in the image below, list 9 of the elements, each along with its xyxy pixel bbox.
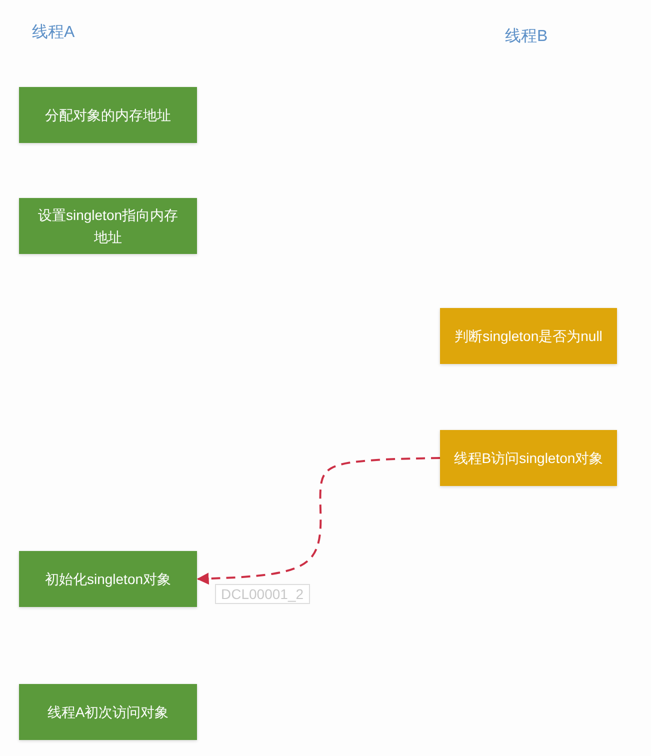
process-box: 判断singleton是否为null — [440, 308, 617, 364]
process-box: 线程B访问singleton对象 — [440, 430, 617, 486]
process-box: 线程A初次访问对象 — [19, 684, 197, 740]
process-box: 分配对象的内存地址 — [19, 87, 197, 143]
column-heading: 线程B — [505, 26, 548, 47]
process-box: 初始化singleton对象 — [19, 551, 197, 607]
process-box: 设置singleton指向内存地址 — [19, 198, 197, 254]
column-heading: 线程A — [32, 22, 75, 43]
dashed-arrow — [196, 457, 440, 585]
